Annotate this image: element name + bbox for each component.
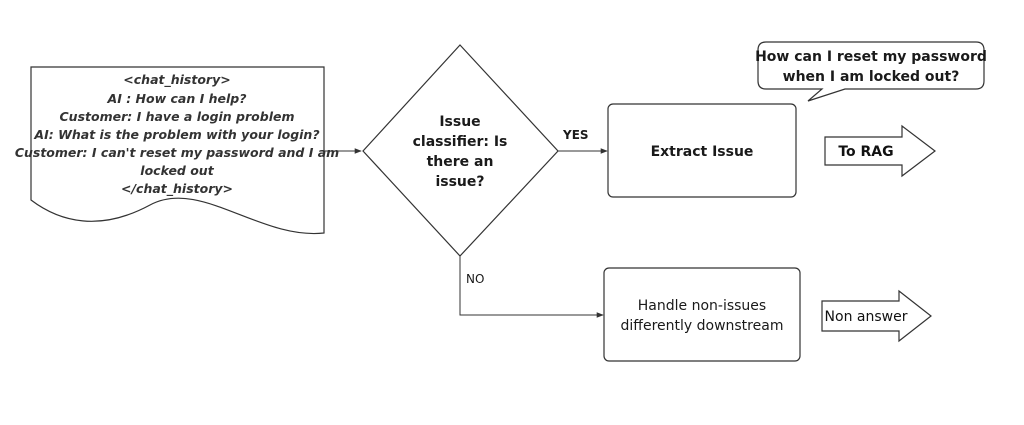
extract-issue-box: Extract Issue — [607, 103, 797, 198]
issue-classifier-diamond: Issue classifier: Is there an issue? — [362, 44, 559, 257]
non-answer-arrow: Non answer — [821, 289, 932, 343]
chat-history-line: locked out — [140, 163, 214, 178]
extract-issue-shape — [607, 103, 797, 198]
speech-line: when I am locked out? — [783, 69, 960, 85]
no-label: NO — [466, 272, 484, 286]
classifier-line: classifier: Is — [413, 134, 508, 150]
chat-history-document-shape — [30, 66, 325, 235]
to-rag-label: To RAG — [838, 144, 893, 160]
chat-history-line: Customer: I can't reset my password and … — [15, 145, 339, 160]
classifier-line: issue? — [435, 174, 484, 190]
chat-history-line: Customer: I have a login problem — [60, 109, 295, 124]
chat-history-line: AI : How can I help? — [107, 91, 247, 106]
to-rag-arrow: To RAG — [824, 124, 936, 178]
chat-history-line: AI: What is the problem with your login? — [33, 127, 319, 142]
non-answer-label: Non answer — [825, 309, 908, 325]
non-answer-arrow-shape — [821, 289, 932, 343]
handle-line: differently downstream — [621, 318, 784, 334]
speech-bubble-shape — [757, 41, 985, 102]
yes-label: YES — [562, 128, 589, 142]
classifier-line: Issue — [439, 114, 480, 130]
handle-non-issues-box: Handle non-issues differently downstream — [603, 267, 801, 362]
connector-no — [459, 256, 604, 318]
handle-line: Handle non-issues — [638, 298, 766, 314]
to-rag-arrow-shape — [824, 124, 936, 178]
speech-bubble: How can I reset my password when I am lo… — [755, 41, 987, 102]
chat-history-document: <chat_history> AI : How can I help? Cust… — [15, 66, 339, 235]
extract-issue-label: Extract Issue — [651, 144, 754, 160]
handle-non-issues-shape — [603, 267, 801, 362]
speech-line: How can I reset my password — [755, 49, 987, 65]
issue-classifier-shape — [362, 44, 559, 257]
classifier-line: there an — [427, 154, 494, 170]
chat-history-line: <chat_history> — [123, 72, 230, 88]
chat-history-line: </chat_history> — [121, 181, 233, 197]
